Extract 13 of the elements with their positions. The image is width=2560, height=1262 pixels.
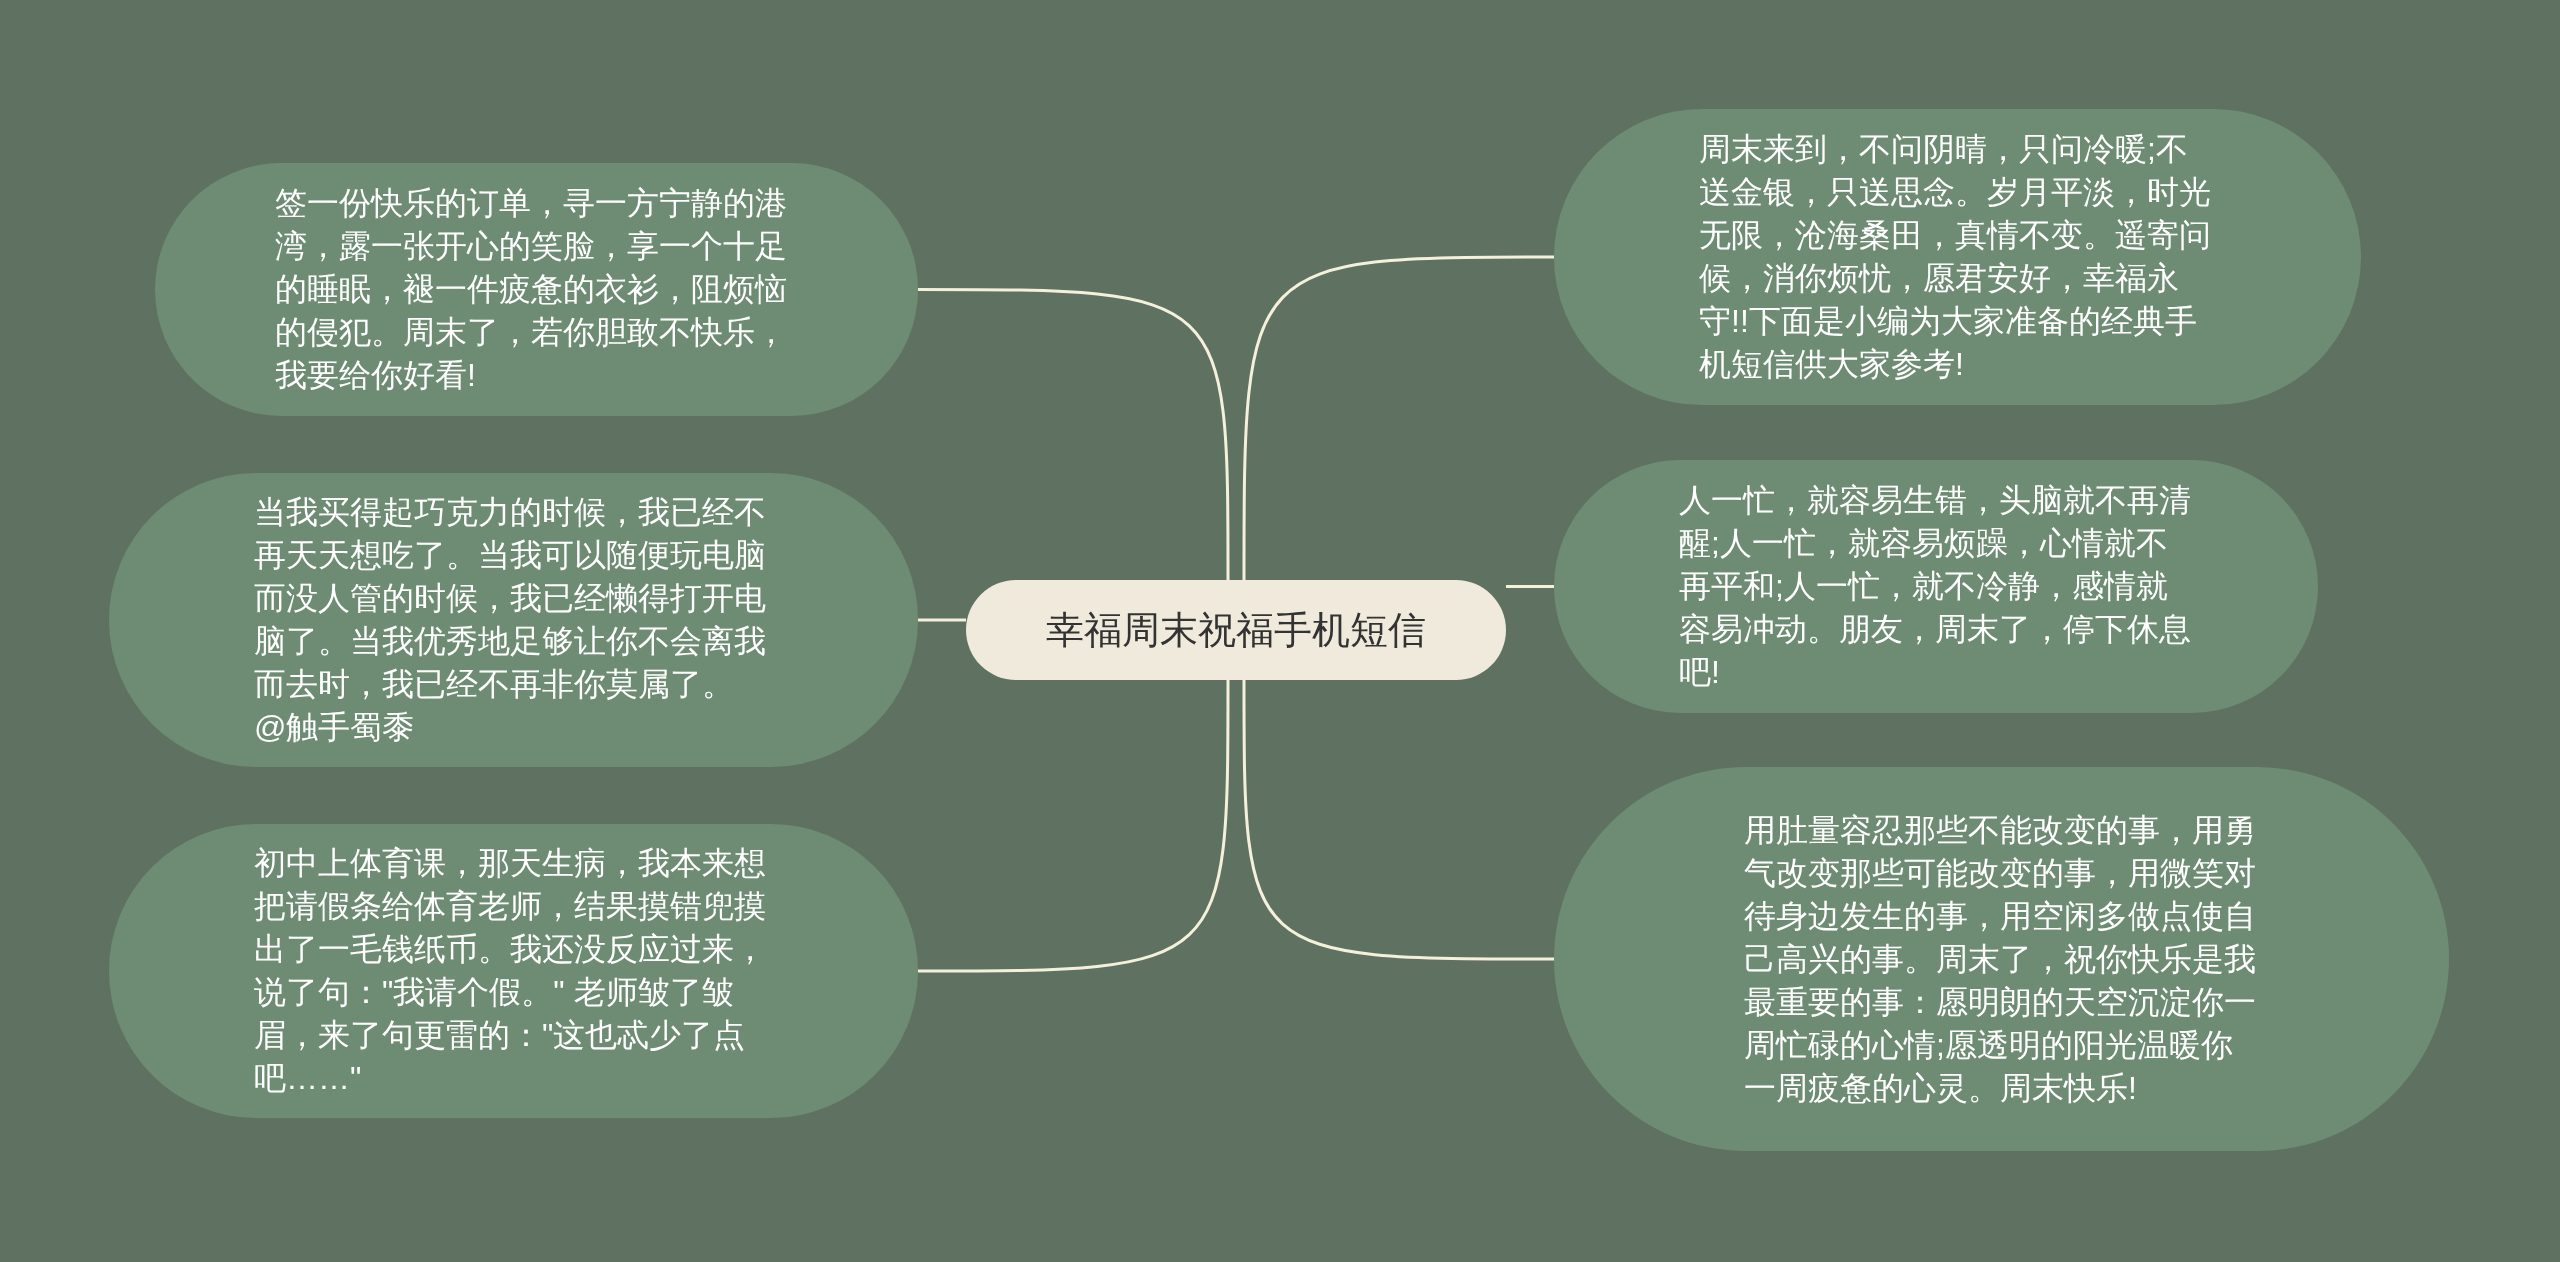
topic-title: 幸福周末祝福手机短信 [1046,607,1426,653]
message-text: 签一份快乐的订单，寻一方宁静的港湾，露一张开心的笑脸，享一个十足的睡眠，褪一件疲惫的衣衫，阻烦恼的侵犯。周末了，若你胆敢不快乐，我要给你好看! [275,184,788,395]
message-text: 初中上体育课，那天生病，我本来想把请假条给体育老师，结果摸错兜摸出了一毛钱纸币。我还没反应过来，说了句："我请个假。" 老师皱了皱眉，来了句更雷的："这也忒少了点吧……" [254,844,767,1098]
connector-line [918,680,1230,973]
message-text: 周末来到，不问阴晴，只问冷暖;不送金银，只送思念。岁月平淡，时光无限，沧海桑田，真情不变。遥寄问候，消你烦忧，愿君安好，幸福永守!!下面是小编为大家准备的经典手机短信供大家参考! [1699,130,2212,384]
message-text: 人一忙，就容易生错，头脑就不再清醒;人一忙，就容易烦躁，心情就不再平和;人一忙，就不冷静，感情就容易冲动。朋友，周末了，停下休息吧! [1679,481,2192,692]
connector-line [1242,255,1554,580]
message-text: 当我买得起巧克力的时候，我已经不再天天想吃了。当我可以随便玩电脑而没人管的时候，我已经懒得打开电脑了。当我优秀地足够让你不会离我而去时，我已经不再非你莫属了。 @触手蜀黍 [254,493,767,747]
connector-line [918,618,966,622]
message-text: 用肚量容忍那些不能改变的事，用勇气改变那些可能改变的事，用微笑对待身边发生的事，用空闲多做点使自己高兴的事。周末了，祝你快乐是我最重要的事：愿明朗的天空沉淀你一周忙碌的心情;愿透明的阳光温暖你一周疲惫的心灵。周末快乐! [1744,810,2257,1108]
connector-line [1242,680,1554,961]
connector-line [918,288,1230,580]
connector-line [1506,585,1554,588]
